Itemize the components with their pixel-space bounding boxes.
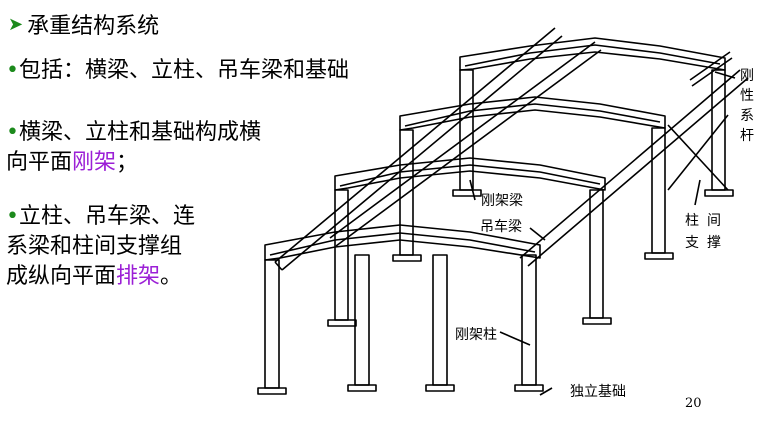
label-bracing-col2: 间 撑 <box>706 210 722 254</box>
bullet-2-line1: 横梁、立柱和基础构成横 <box>18 120 261 145</box>
leader-foundation <box>539 387 553 396</box>
bullet-3-line1: 立柱、吊车梁、连 <box>18 204 195 229</box>
bullet-2-line2-post: ； <box>116 150 139 175</box>
label-bracing-char: 柱 <box>685 213 699 229</box>
bullet-3-line3-pre: 成纵向平面 <box>6 264 117 289</box>
bullet-2: •横梁、立柱和基础构成横 向平面刚架； <box>6 118 261 178</box>
bullet-dot: • <box>6 58 19 83</box>
label-bracing-char: 撑 <box>707 235 721 251</box>
bullet-dot: • <box>6 204 19 229</box>
rigid-frame-4 <box>452 37 734 197</box>
bullet-2-highlight: 刚架 <box>72 150 117 175</box>
label-rigid-column: 刚架柱 <box>455 327 497 343</box>
bullet-3: •立柱、吊车梁、连 系梁和柱间支撑组 成纵向平面排架。 <box>6 202 195 292</box>
bullet-3-highlight: 排架 <box>116 264 161 289</box>
label-rigid-tie-char: 系 <box>740 108 754 124</box>
bullet-3-line3-post: 。 <box>160 264 183 289</box>
bullet-dot: • <box>6 120 19 145</box>
label-rigid-tie-char: 杆 <box>740 128 754 144</box>
label-bracing-col1: 柱 支 <box>684 210 700 254</box>
label-rigid-tie-char: 性 <box>740 88 754 104</box>
label-rigid-tie-char: 刚 <box>740 68 754 84</box>
label-rigid-beam: 刚架梁 <box>481 193 523 209</box>
leader-rigid-tie <box>714 71 736 79</box>
label-crane-beam: 吊车梁 <box>480 219 522 235</box>
column-bracing <box>667 114 729 191</box>
bullet-3-line2: 系梁和柱间支撑组 <box>6 234 183 259</box>
leader-crane-beam <box>529 227 546 241</box>
leader-bracing <box>694 179 701 206</box>
label-bracing-char: 间 <box>707 213 721 229</box>
leader-rigid-beam <box>469 179 476 201</box>
label-bracing-char: 支 <box>685 235 699 251</box>
page-number: 20 <box>685 396 702 411</box>
bullet-2-line2-pre: 向平面 <box>6 150 73 175</box>
ridge-tie <box>329 41 602 247</box>
label-foundation: 独立基础 <box>570 384 626 400</box>
slide-heading: ➤ 承重结构系统 <box>8 8 159 40</box>
rigid-frame-2 <box>327 157 612 327</box>
bullet-1-text: 包括：横梁、立柱、吊车梁和基础 <box>18 58 349 83</box>
label-rigid-tie: 刚 性 系 杆 <box>739 66 755 146</box>
arrow-right-icon: ➤ <box>8 13 24 35</box>
leader-rigid-column <box>499 331 531 346</box>
bullet-1: •包括：横梁、立柱、吊车梁和基础 <box>6 56 349 86</box>
heading-text: 承重结构系统 <box>27 14 160 39</box>
